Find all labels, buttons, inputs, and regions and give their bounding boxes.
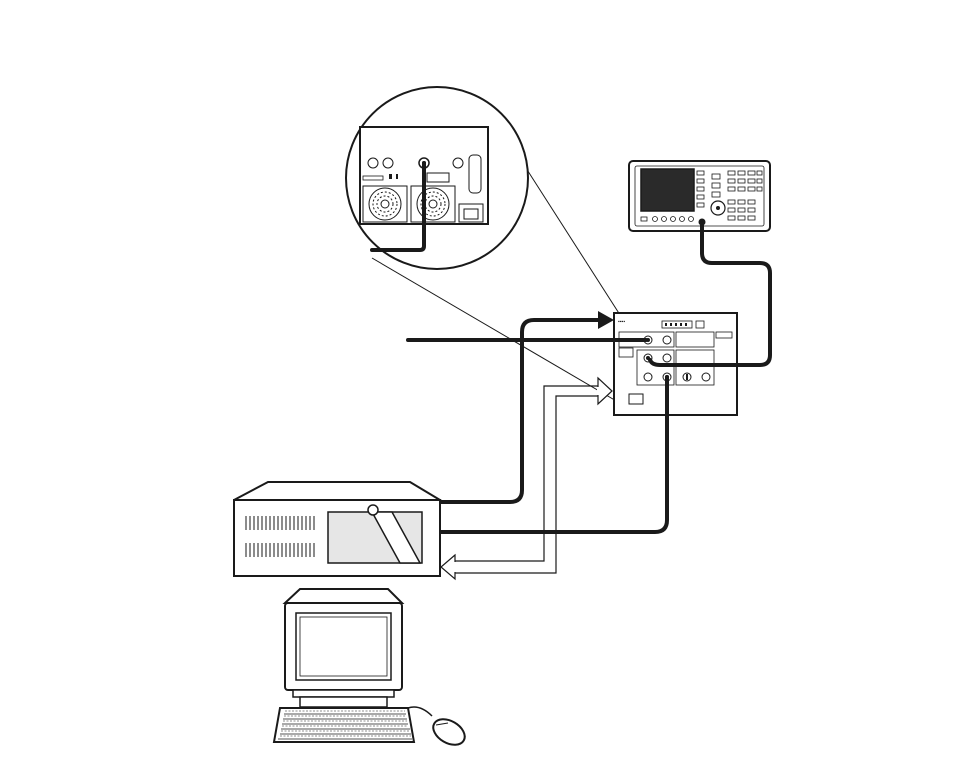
keyboard [274,708,414,742]
analyzer-screen [641,169,694,211]
rear-connector-icon [383,158,393,168]
spectrum-analyzer [629,161,770,231]
fan-left-icon [363,186,407,222]
fan-right-icon [411,186,455,222]
serial-port-icon [469,155,481,193]
mouse-cord [408,707,432,716]
rear-panel-detail-callout [346,87,528,269]
power-switch-icon [629,394,643,404]
rear-connector-icon [368,158,378,168]
monitor-screen [296,613,391,680]
mouse [408,707,469,750]
unit-brand-mark: ▪▪▪▪ [618,319,625,325]
hollow-arrow [441,378,612,579]
pc-chassis [234,482,440,576]
rear-connector-icon [453,158,463,168]
solid-arrow-head-icon [598,311,614,329]
pc-to-unit-cable [440,320,600,502]
power-button-icon [368,505,378,515]
crt-monitor [285,589,402,707]
